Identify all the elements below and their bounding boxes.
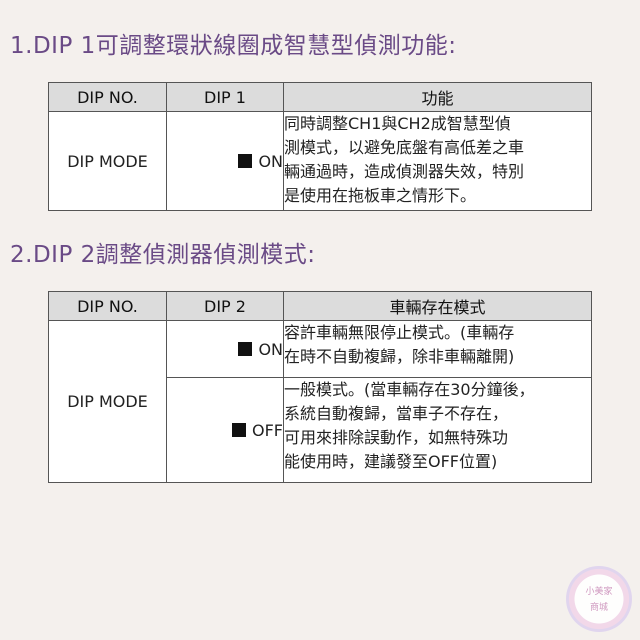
dip2-row-on: DIP MODE ON 容許車輛無限停止模式。(車輛存 在時不自動複歸，除非車輛… bbox=[48, 320, 592, 483]
dip1-desc-line: 輛通過時，造成偵測器失效，特別 bbox=[284, 162, 525, 181]
dip2-header-mode: 車輛存在模式 bbox=[283, 291, 592, 321]
dip1-state-cell: ON bbox=[166, 111, 284, 211]
black-square-icon bbox=[232, 422, 246, 437]
dip1-row: DIP MODE ON 同時調整CH1與CH2成智慧型偵 測模式，以避免底盤有高… bbox=[48, 111, 592, 211]
watermark-text-2: 商城 bbox=[589, 603, 608, 613]
dip2-on-state-value: ON bbox=[258, 339, 283, 359]
dip1-header-row: DIP NO. DIP 1 功能 bbox=[48, 82, 592, 112]
section1-heading: 1.DIP 1可調整環狀線圈成智慧型偵測功能: bbox=[10, 33, 457, 59]
dip2-off-description: 一般模式。(當車輛存在30分鐘後， 系統自動複歸，當車子不存在， 可用來排除誤動… bbox=[283, 377, 592, 483]
dip1-desc-line: 同時調整CH1與CH2成智慧型偵 bbox=[284, 114, 511, 133]
dip2-off-desc-line: 一般模式。(當車輛存在30分鐘後， bbox=[284, 380, 535, 399]
dip2-header-row: DIP NO. DIP 2 車輛存在模式 bbox=[48, 291, 592, 321]
dip1-desc-line: 是使用在拖板車之情形下。 bbox=[284, 186, 477, 205]
dip2-on-desc-line: 容許車輛無限停止模式。(車輛存 bbox=[284, 323, 515, 342]
dip2-on-state-cell: ON bbox=[166, 320, 284, 378]
dip2-off-desc-line: 能使用時，建議發至OFF位置) bbox=[284, 452, 498, 471]
dip1-mode-label: DIP MODE bbox=[48, 111, 167, 211]
dip1-description: 同時調整CH1與CH2成智慧型偵 測模式，以避免底盤有高低差之車 輛通過時，造成… bbox=[283, 111, 592, 211]
dip2-on-desc-line: 在時不自動複歸，除非車輛離開) bbox=[284, 347, 515, 366]
dip2-off-state-cell: OFF bbox=[166, 377, 284, 483]
dip1-table: DIP NO. DIP 1 功能 DIP MODE ON 同時調整CH1與CH2… bbox=[48, 82, 592, 211]
dip2-off-desc-line: 系統自動複歸，當車子不存在， bbox=[284, 404, 509, 423]
dip1-state-value: ON bbox=[258, 151, 283, 171]
dip2-header-switch: DIP 2 bbox=[166, 291, 284, 321]
dip2-table: DIP NO. DIP 2 車輛存在模式 DIP MODE ON 容許車輛無限停… bbox=[48, 291, 592, 483]
watermark-text-1: 小美家 bbox=[585, 587, 613, 597]
black-square-icon bbox=[238, 341, 253, 356]
dip2-row-off: OFF 一般模式。(當車輛存在30分鐘後， 系統自動複歸，當車子不存在， 可用來… bbox=[49, 377, 592, 483]
black-square-icon bbox=[238, 153, 253, 168]
dip2-header-no: DIP NO. bbox=[48, 291, 167, 321]
dip2-off-desc-line: 可用來排除誤動作，如無特殊功 bbox=[284, 428, 509, 447]
dip1-header-no: DIP NO. bbox=[48, 82, 167, 112]
dip1-header-function: 功能 bbox=[283, 82, 592, 112]
dip1-desc-line: 測模式，以避免底盤有高低差之車 bbox=[284, 138, 525, 157]
section2-heading: 2.DIP 2調整偵測器偵測模式: bbox=[10, 242, 316, 268]
dip2-on-description: 容許車輛無限停止模式。(車輛存 在時不自動複歸，除非車輛離開) bbox=[283, 320, 592, 378]
dip1-header-switch: DIP 1 bbox=[166, 82, 284, 112]
watermark-logo: 小美家 商城 bbox=[566, 566, 632, 632]
dip2-off-state-value: OFF bbox=[252, 420, 283, 440]
dip2-mode-label: DIP MODE bbox=[48, 320, 167, 483]
